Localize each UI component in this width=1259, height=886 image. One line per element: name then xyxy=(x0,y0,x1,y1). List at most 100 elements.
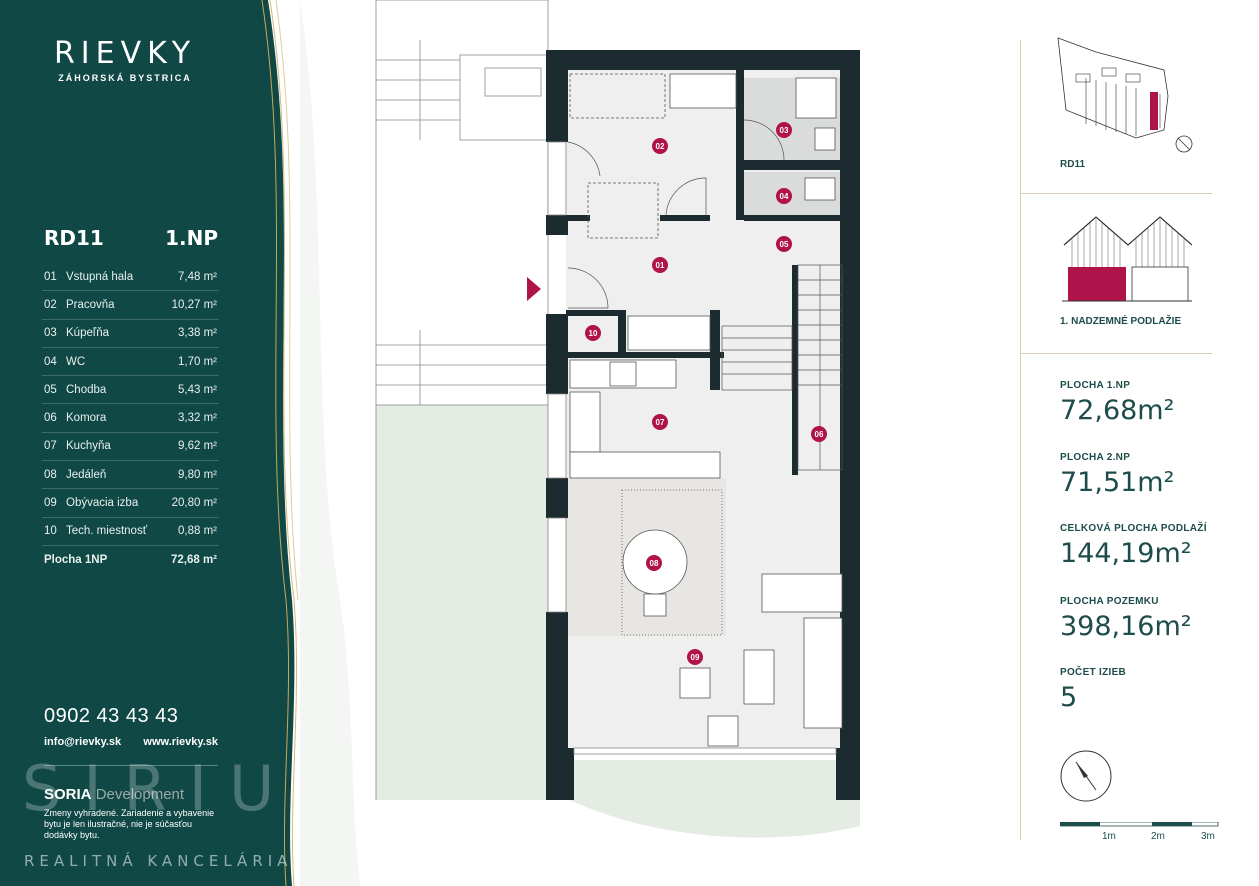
stat-label: PLOCHA POZEMKU xyxy=(1060,596,1159,607)
stat-value: 144,19m² xyxy=(1060,538,1192,569)
siteplan-label: RD11 xyxy=(1060,159,1086,170)
stat-value: 71,51m² xyxy=(1060,467,1175,498)
brand-logo: RIEVKY ZÁHORSKÁ BYSTRICA xyxy=(40,36,210,83)
room-no: 09 xyxy=(42,488,64,518)
stat-value: 398,16m² xyxy=(1060,611,1192,642)
room-no: 10 xyxy=(42,517,64,546)
room-marker xyxy=(776,236,792,252)
scale-label-1m: 1m xyxy=(1102,831,1116,842)
stat-value: 5 xyxy=(1060,682,1078,713)
stat-label: CELKOVÁ PLOCHA PODLAŽÍ xyxy=(1060,523,1207,534)
room-name: Kúpeľňa xyxy=(64,319,162,348)
unit-code: RD11 xyxy=(44,226,104,250)
disclaimer-text: Zmeny vyhradené. Zariadenie a vybavenie … xyxy=(44,808,215,840)
room-area: 20,80 m² xyxy=(161,488,219,518)
unit-floor: 1.NP xyxy=(165,226,218,250)
room-marker xyxy=(585,325,601,341)
stat-value: 72,68m² xyxy=(1060,395,1175,426)
contact-row: info@rievky.sk www.rievky.sk xyxy=(44,736,218,748)
room-marker-label: 08 xyxy=(650,559,659,568)
room-marker-label: 02 xyxy=(656,142,665,151)
room-marker-label: 06 xyxy=(815,430,824,439)
room-area: 3,38 m² xyxy=(161,319,219,348)
room-name: Komora xyxy=(64,403,162,433)
room-no: 08 xyxy=(42,460,64,490)
developer-logo: SORIA Development xyxy=(44,786,185,803)
room-area: 10,27 m² xyxy=(161,290,219,320)
website-link[interactable]: www.rievky.sk xyxy=(143,736,218,748)
room-area: 0,88 m² xyxy=(161,517,219,546)
room-marker xyxy=(652,414,668,430)
room-area: 9,80 m² xyxy=(161,460,219,490)
room-name: WC xyxy=(64,347,162,377)
elevation-label: 1. NADZEMNÉ PODLAŽIE xyxy=(1060,316,1182,327)
room-name: Vstupná hala xyxy=(64,263,162,292)
room-no: 05 xyxy=(42,375,64,405)
room-marker-label: 07 xyxy=(656,418,665,427)
walls xyxy=(546,50,860,800)
scale-label-2m: 2m xyxy=(1151,831,1165,842)
room-no: 07 xyxy=(42,432,64,462)
furniture xyxy=(569,73,723,636)
room-area: 3,32 m² xyxy=(161,403,219,433)
divider xyxy=(44,765,218,766)
north-arrow-icon xyxy=(1060,750,1112,802)
email-link[interactable]: info@rievky.sk xyxy=(44,736,122,748)
stat-label: PLOCHA 2.NP xyxy=(1060,452,1131,463)
room-marker-label: 03 xyxy=(780,126,789,135)
room-name: Chodba xyxy=(64,375,162,405)
room-no: 02 xyxy=(42,290,64,320)
entrance-arrow xyxy=(527,277,541,301)
room-marker xyxy=(646,555,662,571)
room-marker-label: 10 xyxy=(589,329,598,338)
divider xyxy=(1020,193,1212,194)
room-marker xyxy=(811,426,827,442)
doors xyxy=(567,119,785,309)
total-label: Plocha 1NP xyxy=(42,544,162,574)
room-marker-label: 04 xyxy=(780,192,789,201)
room-no: 01 xyxy=(42,263,64,292)
house-elevation xyxy=(1062,216,1192,302)
room-marker xyxy=(776,122,792,138)
scale-label-3m: 3m xyxy=(1201,831,1215,842)
unit-header: RD11 1.NP xyxy=(44,226,218,250)
fixtures xyxy=(569,73,843,747)
stat-label: POČET IZIEB xyxy=(1060,667,1127,678)
room-marker xyxy=(776,188,792,204)
divider xyxy=(1020,353,1212,354)
room-area: 7,48 m² xyxy=(161,263,219,292)
room-marker xyxy=(687,649,703,665)
room-labels: 01 02 03 04 05 06 07 08 09 10 xyxy=(585,122,827,665)
floor-plan: 01 02 03 04 05 06 07 08 09 10 xyxy=(300,0,860,886)
stairs xyxy=(721,264,843,471)
room-name: Jedáleň xyxy=(64,460,162,490)
brand-location: ZÁHORSKÁ BYSTRICA xyxy=(58,73,192,83)
room-marker xyxy=(652,257,668,273)
room-name: Pracovňa xyxy=(64,290,162,320)
scale-bar xyxy=(1060,822,1219,827)
room-marker-label: 09 xyxy=(691,653,700,662)
room-name: Kuchyňa xyxy=(64,432,162,462)
room-name: Obývacia izba xyxy=(64,488,162,518)
room-no: 04 xyxy=(42,347,64,377)
watermark-sub: REALITNÁ KANCELÁRIA xyxy=(24,852,293,870)
room-area: 5,43 m² xyxy=(161,375,219,405)
site-plan-map xyxy=(1057,37,1193,153)
watermark-main: SIRIUS xyxy=(22,752,300,825)
room-marker-label: 05 xyxy=(780,240,789,249)
phone-number[interactable]: 0902 43 43 43 xyxy=(44,705,179,727)
room-marker-label: 01 xyxy=(656,261,665,270)
